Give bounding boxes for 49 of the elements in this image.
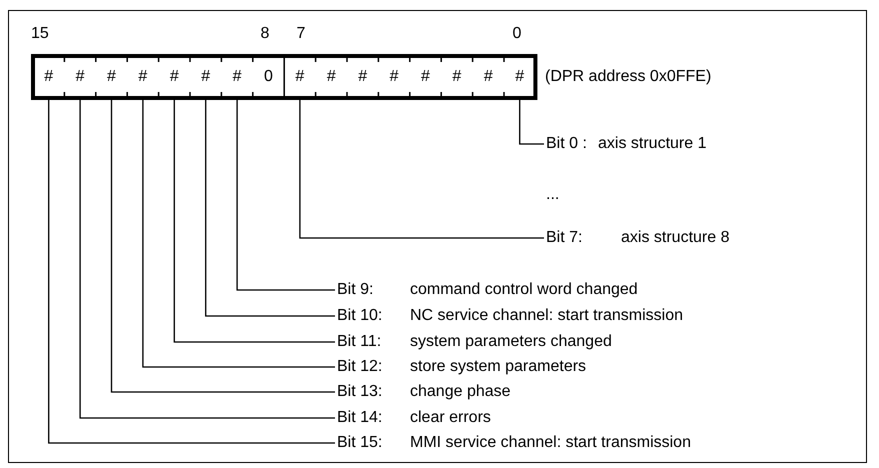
bit-number: Bit 10: [337,306,382,326]
bit-number: Bit 12: [337,357,382,377]
leader-line [110,100,335,393]
bit-number: Bit 14: [337,408,382,428]
leader-line [205,100,335,317]
bit-number: Bit 7: [546,228,582,248]
bit-index: 8 [260,25,270,43]
ellipsis: ... [546,186,560,204]
bit-number: Bit 0 : [546,134,587,154]
bit-cell: # [190,56,222,98]
bit-cell: # [33,56,64,98]
bit-cell: # [127,56,159,98]
bit-description: change phase [410,382,511,402]
bit-description: store system parameters [410,357,586,377]
bit-cell: # [378,56,410,98]
bit-cell: # [472,56,504,98]
bit-cell: # [347,56,378,98]
bit-cell: # [158,56,190,98]
bit-number: Bit 11: [337,332,382,352]
bit-cell: # [64,56,96,98]
bit-cell: # [410,56,442,98]
leader-line [299,100,544,239]
bit-description: NC service channel: start transmission [410,306,683,326]
bit-index: 0 [512,25,522,43]
leader-line [79,100,335,419]
bit-index: 7 [296,25,306,43]
bit-cell: # [284,56,316,98]
bit-description: MMI service channel: start transmission [410,433,691,453]
bit-description: command control word changed [410,280,638,300]
bit-number: Bit 9: [337,280,374,300]
bit-description: axis structure 1 [598,134,706,154]
bit-cell: # [221,56,253,98]
bit-cell: 0 [252,56,284,98]
bit-number: Bit 13: [337,382,382,402]
leader-line [142,100,335,368]
leader-line [48,100,335,444]
bit-description: system parameters changed [410,332,612,352]
address-note: (DPR address 0x0FFE) [545,68,712,86]
bit-cell: # [96,56,128,98]
bit-index: 15 [31,25,49,43]
bit-cell: # [504,56,536,98]
bit-description: clear errors [410,408,491,428]
leader-line [236,100,335,291]
bit-cell: # [316,56,347,98]
leader-line [174,100,335,343]
bit-cell: # [441,56,473,98]
bit-description: axis structure 8 [621,228,730,248]
bit-number: Bit 15: [337,433,382,453]
leader-line [519,100,544,145]
